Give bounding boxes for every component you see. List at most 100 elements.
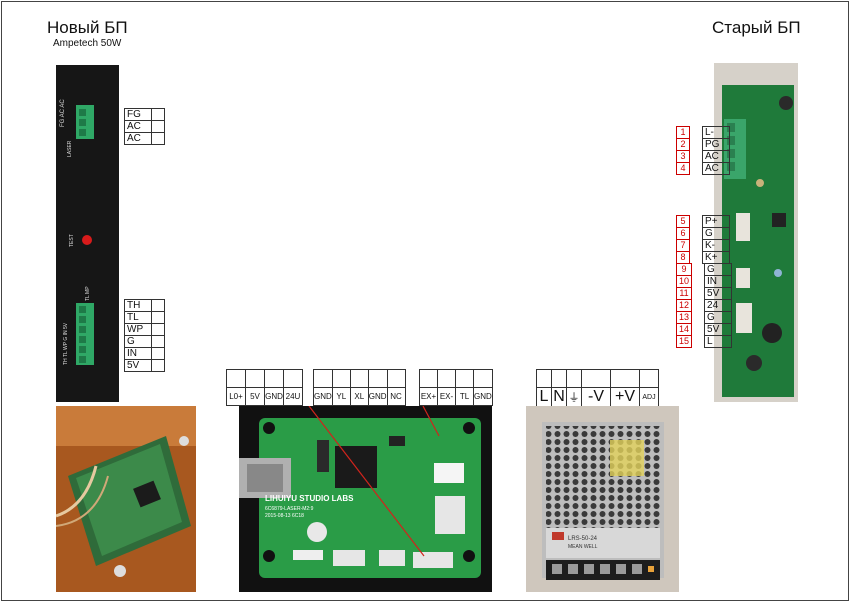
pin-label: 5V xyxy=(124,359,152,372)
pin-row: AC xyxy=(124,120,165,133)
header-pin-label: -V xyxy=(581,387,611,407)
pin-label: K- xyxy=(702,239,730,252)
pin-row: 5V xyxy=(124,359,165,372)
board-date-text: 2015-08-13 6C18 xyxy=(265,513,304,519)
header-pin-label: GND xyxy=(367,387,388,406)
pin-number: 5 xyxy=(676,215,690,228)
case-brand-text: MEAN WELL xyxy=(568,544,598,550)
pin-label: 24 xyxy=(704,299,733,312)
header-pin-label: L0+ xyxy=(226,387,246,406)
pin-label: IN xyxy=(124,347,152,360)
pin-label: 5V xyxy=(704,287,733,300)
pin-number: 14 xyxy=(675,323,693,336)
pin-row: 5 P+ xyxy=(676,215,730,228)
header-pin-label: XL xyxy=(349,387,369,406)
pin-label: AC xyxy=(702,150,730,163)
pin-label: P+ xyxy=(702,215,730,228)
header-pin-label: 5V xyxy=(245,387,265,406)
new-psu-title: Новый БП xyxy=(47,18,128,37)
pin-row: WP xyxy=(124,323,165,336)
pin-row: 4 AC xyxy=(676,162,730,175)
pin-row: 7 K- xyxy=(676,239,730,252)
pin-label: PG xyxy=(702,138,730,151)
pin-row: IN xyxy=(124,347,165,360)
pin-row: 2 PG xyxy=(676,138,730,151)
pin-number: 9 xyxy=(675,263,693,276)
pin-row: 14 5V xyxy=(675,323,733,336)
header-pin-label: +V xyxy=(610,387,640,407)
pin-number: 15 xyxy=(675,335,693,348)
header-pin-label: EX+ xyxy=(419,387,438,406)
header-pin-label: L xyxy=(536,387,552,407)
pin-label: 5V xyxy=(704,323,733,336)
pin-row: 15 L xyxy=(675,335,733,348)
pin-label: AC xyxy=(124,132,152,145)
header-pin-label: NC xyxy=(386,387,406,406)
new-psu-top-pins: FG AC AC xyxy=(124,108,165,145)
pin-label: TL xyxy=(124,311,152,324)
pin-number: 6 xyxy=(676,227,690,240)
pin-row: TL xyxy=(124,311,165,324)
pin-label: G xyxy=(704,311,733,324)
pin-label: G xyxy=(704,263,733,276)
left-connector-label: TH TL WP G IN 5V xyxy=(63,322,69,365)
pin-label: AC xyxy=(702,162,730,175)
tl-mp-label: TL MP xyxy=(85,286,91,301)
controller-in-case-photo xyxy=(56,406,196,592)
new-psu-photo: FG AC AC LASER TEST TL MP TH TL WP G IN … xyxy=(56,65,119,402)
pin-label: K+ xyxy=(702,251,730,264)
meanwell-header: L N ⏚ -V +V ADJ xyxy=(536,369,659,407)
pin-label: L xyxy=(704,335,733,348)
controller-board-photo: LIHUIYU STUDIO LABS 6C6879-LASER-M2:9 20… xyxy=(239,406,492,592)
pin-row: G xyxy=(124,335,165,348)
header-pin-label: EX- xyxy=(437,387,456,406)
new-psu-bottom-pins: TH TL WP G IN 5V xyxy=(124,299,165,372)
pin-label: WP xyxy=(124,323,152,336)
header-pin-label: GND xyxy=(473,387,493,406)
pin-number: 2 xyxy=(676,138,690,151)
pin-label: FG xyxy=(124,108,152,121)
pin-label: G xyxy=(702,227,730,240)
laser-label: LASER xyxy=(67,140,73,157)
header-pin-label: TL xyxy=(455,387,474,406)
pin-number: 12 xyxy=(675,299,693,312)
pin-number: 3 xyxy=(676,150,690,163)
pin-number: 10 xyxy=(675,275,693,288)
test-label: TEST xyxy=(69,234,75,247)
pin-number: 4 xyxy=(676,162,690,175)
pin-row: 3 AC xyxy=(676,150,730,163)
top-connector-label: FG AC AC xyxy=(60,99,66,127)
controller-header-group-2: GND YL XL GND NC xyxy=(313,369,406,406)
pin-row: AC xyxy=(124,132,165,145)
header-pin-label: YL xyxy=(331,387,351,406)
controller-header-group-1: L0+ 5V GND 24U xyxy=(226,369,303,406)
pin-label: TH xyxy=(124,299,152,312)
old-psu-title: Старый БП xyxy=(712,18,801,37)
pin-label: IN xyxy=(704,275,733,288)
pin-label: AC xyxy=(124,120,152,133)
pin-row: 10 IN xyxy=(675,275,733,288)
pin-number: 7 xyxy=(676,239,690,252)
header-pin-label: GND xyxy=(313,387,333,406)
pin-row: FG xyxy=(124,108,165,121)
header-pin-label: 24U xyxy=(283,387,303,406)
pin-number: 8 xyxy=(676,251,690,264)
controller-header-group-3: EX+ EX- TL GND xyxy=(419,369,493,406)
header-pin-label: N xyxy=(551,387,567,407)
pin-row: 8 K+ xyxy=(676,251,730,264)
case-model-text: LRS-50-24 xyxy=(568,536,598,542)
ground-icon: ⏚ xyxy=(566,387,582,407)
new-psu-subtitle: Ampetech 50W xyxy=(53,38,122,49)
pin-label: L- xyxy=(702,126,730,139)
board-brand-text: LIHUIYU STUDIO LABS xyxy=(265,494,354,503)
